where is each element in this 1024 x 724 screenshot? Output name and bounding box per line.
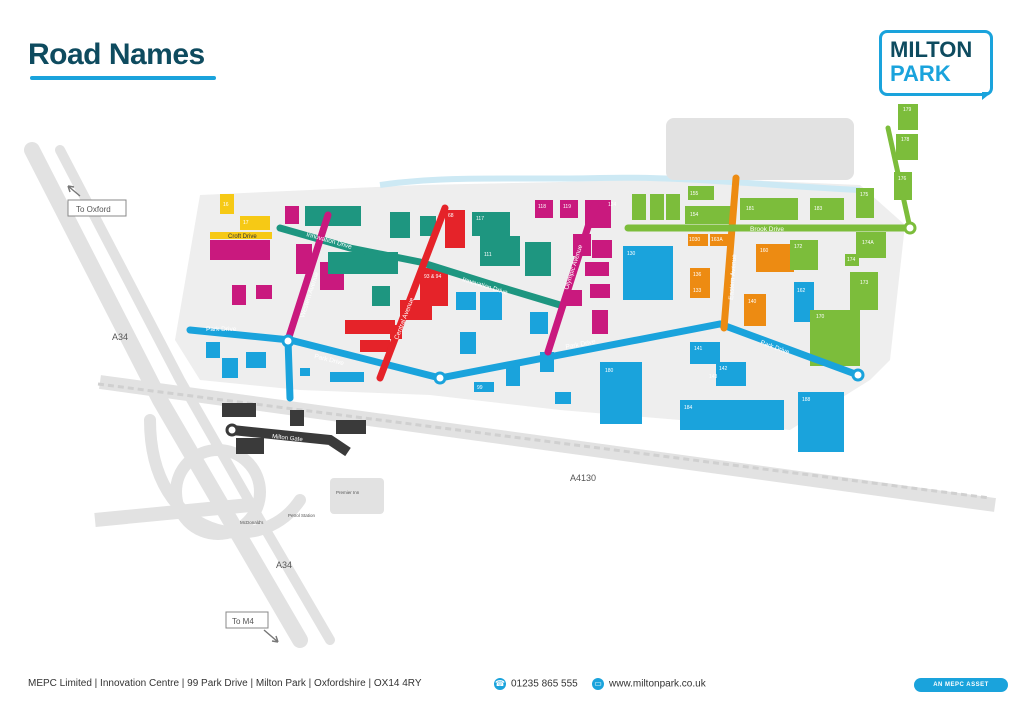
unit-label: 136 [693, 272, 702, 278]
unit-label: 179 [903, 107, 912, 113]
unit-label: 180 [605, 368, 614, 374]
river [379, 174, 861, 193]
road-central-avenue [376, 204, 449, 382]
car-park-north [666, 118, 854, 180]
unit-label: 163A [711, 237, 723, 243]
place-label-petrol: Petrol Station [288, 513, 316, 518]
major-road-label-a34-south: A34 [276, 560, 292, 570]
unit-label: 130 [627, 251, 636, 257]
unit-label: 172 [794, 244, 803, 250]
unit-label: 119 [563, 204, 571, 210]
arrow-down-right-icon [263, 629, 279, 643]
unit-label: 68 [448, 213, 454, 219]
unit-label: 178 [901, 137, 910, 143]
unit-label: 160 [760, 248, 769, 254]
phone-icon: ☎ [494, 678, 506, 690]
laptop-icon: ▭ [592, 678, 604, 690]
unit-label: 1030 [689, 237, 700, 243]
place-label-mcdonalds: McDonald's [240, 520, 264, 525]
unit-label: 99 [477, 385, 483, 391]
major-road-label-a34-north: A34 [112, 332, 128, 342]
unit-label: 173 [860, 280, 869, 286]
direction-sign-m4: To M4 [225, 611, 279, 643]
unit-label: 140 [748, 299, 757, 305]
unit-label: 175 [860, 192, 869, 198]
road-eastern-avenue [720, 174, 740, 332]
arrow-up-left-icon [67, 185, 81, 197]
unit-label: 188 [802, 397, 811, 403]
unit-label: 117 [476, 216, 484, 222]
unit-label: 93 & 94 [424, 274, 441, 280]
unit-label: 176 [898, 176, 907, 182]
unit-label: 17 [243, 220, 249, 226]
unit-label: 174A [862, 240, 874, 246]
unit-label: 133 [693, 288, 702, 294]
mepc-badge: AN MEPC ASSET [914, 678, 1008, 692]
unit-label: 143 [709, 374, 718, 380]
unit-label: 162 [797, 288, 806, 294]
title-underline [30, 76, 216, 80]
teal-buildings [305, 206, 551, 306]
croft-drive-group [210, 194, 272, 239]
major-road-label-a4130: A4130 [570, 473, 596, 483]
footer-website-url: www.miltonpark.co.uk [609, 678, 706, 690]
footer-address: MEPC Limited | Innovation Centre | 99 Pa… [28, 678, 422, 689]
logo-line-2: PARK [890, 61, 951, 86]
unit-label: 124 [608, 202, 617, 208]
unit-label: 142 [719, 366, 728, 372]
road-label-eastern-avenue: Eastern Avenue [728, 254, 738, 301]
place-label-premier-inn: Premier Inn [336, 490, 360, 495]
road-label-croft-drive: Croft Drive [228, 234, 257, 240]
unit-label: 155 [690, 191, 699, 197]
direction-label-oxford: To Oxford [76, 205, 111, 214]
footer-phone-number: 01235 865 555 [511, 678, 578, 690]
unit-label: 174 [847, 257, 856, 263]
road-label-park-drive-west: Park Drive [206, 326, 237, 333]
roundabouts [281, 221, 917, 385]
unit-label: 111 [484, 252, 492, 258]
a34-highway [24, 142, 335, 648]
page-title: Road Names [28, 38, 205, 71]
premier-inn-building [330, 478, 384, 514]
unit-label: 181 [746, 206, 755, 212]
road-label-brook-drive: Brook Drive [750, 226, 784, 233]
unit-label: 141 [694, 346, 703, 352]
milton-gate-area [222, 403, 366, 457]
direction-label-m4: To M4 [232, 617, 254, 626]
logo-tail [982, 92, 992, 100]
unit-label: 154 [690, 212, 699, 218]
red-buildings [345, 210, 465, 352]
unit-labels: 179 178 176 175 174A 174 173 170 172 183… [223, 107, 912, 411]
direction-sign-oxford: To Oxford [67, 185, 127, 217]
unit-label: 183 [814, 206, 823, 212]
footer-website[interactable]: ▭ www.miltonpark.co.uk [592, 678, 706, 690]
unit-label: 16 [223, 202, 229, 208]
road-western-avenue [284, 211, 332, 344]
road-park-drive-spur [284, 336, 294, 402]
unit-label: 184 [684, 405, 693, 411]
road-olympic-avenue [544, 201, 599, 356]
logo-line-1: MILTON [890, 37, 973, 62]
orange-buildings [688, 234, 794, 326]
road-innovation-drive [276, 224, 564, 309]
milton-park-logo: MILTON PARK [879, 30, 993, 96]
blue-buildings [206, 246, 844, 452]
footer-phone[interactable]: ☎ 01235 865 555 [494, 678, 578, 690]
unit-label: 118 [538, 204, 546, 210]
road-label-milton-gate: Milton Gate [272, 434, 304, 443]
road-north-spur [885, 125, 913, 231]
unit-label: 170 [816, 314, 825, 320]
